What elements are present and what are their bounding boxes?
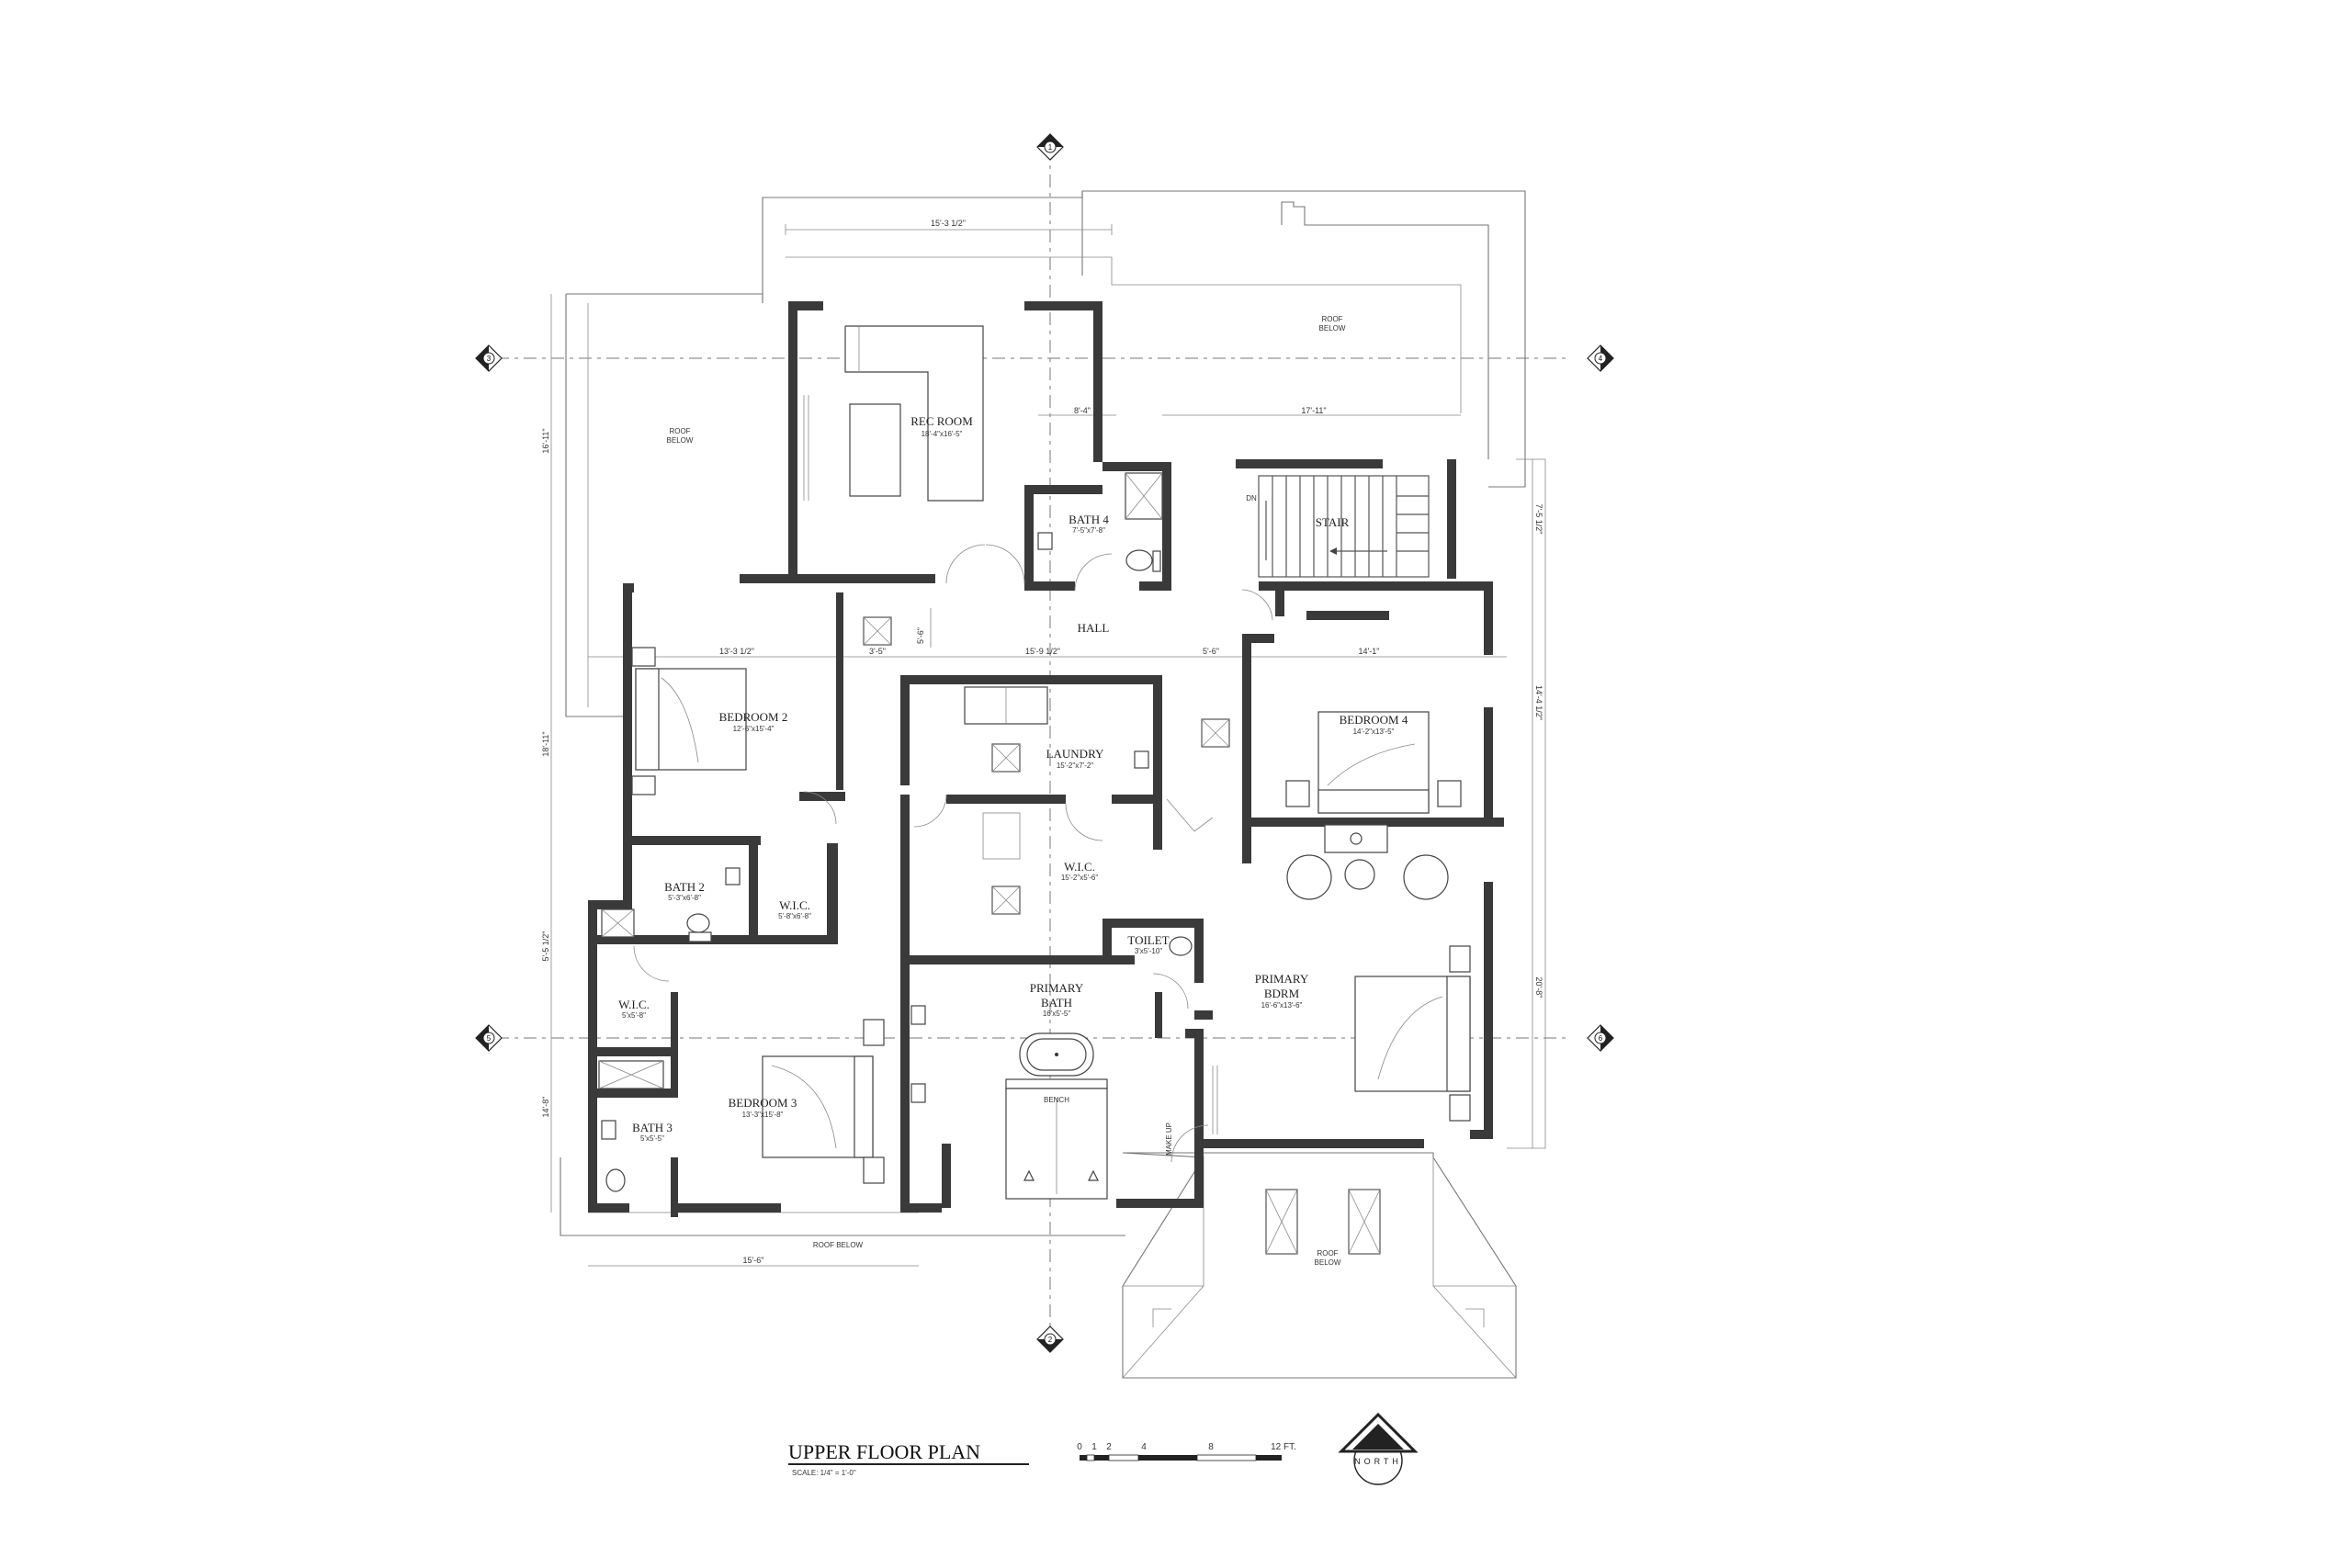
dim-right-7-5: 7'-5 1/2"	[1534, 504, 1544, 535]
room-dim-bath-4: 7'-5"x7'-8"	[1072, 526, 1105, 535]
title-block: UPPER FLOOR PLAN SCALE: 1/4" = 1'-0"	[788, 1440, 1029, 1477]
room-dim-laundry: 15'-2"x7'-2"	[1057, 761, 1093, 770]
stair-drawing	[1258, 475, 1430, 578]
dim-left-14-8: 14'-8"	[541, 1097, 550, 1118]
room-dim-toilet: 3'x5'-10"	[1135, 947, 1163, 955]
room-dim-wic-bedroom3: 5'x5'-8"	[622, 1011, 646, 1020]
dim-bottom-15-6: 15'-6"	[743, 1256, 764, 1265]
room-label-bedroom-2: BEDROOM 2	[719, 710, 788, 724]
dim-5-6: 5'-6"	[1203, 647, 1219, 656]
plan-title: UPPER FLOOR PLAN	[788, 1440, 980, 1463]
dimension-labels: 15'-3 1/2" 8'-4" 17'-11" 13'-3 1/2" 3'-5…	[541, 219, 1544, 1265]
room-labels: REC ROOM 18'-4"x16'-5" BATH 4 7'-5"x7'-8…	[618, 414, 1408, 1143]
note-roof-below-left-2: BELOW	[667, 436, 694, 445]
dim-17-11: 17'-11"	[1301, 406, 1326, 415]
room-label-toilet: TOILET	[1127, 933, 1169, 947]
grid-marker-left-upper-label: 3	[487, 355, 492, 363]
dim-top-rec-width: 15'-3 1/2"	[931, 219, 966, 228]
dim-15-9: 15'-9 1/2"	[1025, 647, 1060, 656]
scale-bar-label-2: 2	[1106, 1442, 1112, 1452]
room-dim-bath-3: 5'x5'-5"	[640, 1134, 664, 1143]
note-roof-below-bottom: ROOF BELOW	[813, 1241, 864, 1249]
grid-marker-left-upper: 3	[475, 344, 503, 372]
grid-marker-top: 1	[1036, 133, 1064, 161]
dim-left-16-11: 16'-11"	[541, 428, 550, 453]
grid-marker-right-upper: 4	[1587, 344, 1614, 372]
dim-hall-vert: 5'-6"	[916, 627, 925, 644]
scale-bar-label-12: 12 FT.	[1271, 1442, 1296, 1452]
note-roof-below-left-1: ROOF	[669, 427, 690, 435]
scale-bar-label-8: 8	[1208, 1442, 1214, 1452]
scale-bar-label-0: 0	[1077, 1442, 1082, 1452]
grid-marker-right-upper-label: 4	[1599, 355, 1603, 363]
dimension-lines	[550, 224, 1533, 1267]
grid-marker-top-label: 1	[1048, 143, 1053, 152]
room-dim-rec-room: 18'-4"x16'-5"	[922, 430, 963, 438]
north-label: NORTH	[1354, 1457, 1402, 1466]
room-label-primary-bath-2: BATH	[1041, 996, 1072, 1010]
plan-scale-note: SCALE: 1/4" = 1'-0"	[792, 1469, 856, 1477]
room-label-primary-bdrm-2: BDRM	[1264, 987, 1300, 1000]
scale-bar-label-4: 4	[1141, 1442, 1147, 1452]
note-roof-below-porch-1: ROOF	[1317, 1249, 1338, 1258]
note-roof-below-top-2: BELOW	[1319, 324, 1346, 333]
grid-marker-right-lower-label: 6	[1599, 1034, 1603, 1043]
room-dim-bedroom-3: 13'-3"x15'-8"	[742, 1111, 784, 1119]
grid-marker-bottom: 2	[1036, 1325, 1064, 1353]
dim-right-14-4: 14'-4 1/2"	[1534, 685, 1544, 720]
dim-right-20-8: 20'-8"	[1534, 977, 1544, 998]
dim-3-5: 3'-5"	[869, 647, 886, 656]
room-label-wic-bath2: W.I.C.	[779, 898, 810, 912]
room-dim-wic-primary: 15'-2"x5'-6"	[1061, 874, 1098, 882]
grid-marker-bottom-label: 2	[1048, 1336, 1053, 1344]
room-label-bath-3: BATH 3	[632, 1121, 673, 1134]
room-dim-primary-bath: 16'x5'-5"	[1043, 1010, 1071, 1018]
note-roof-below-porch-2: BELOW	[1315, 1258, 1341, 1267]
room-label-rec-room: REC ROOM	[910, 414, 973, 428]
room-label-primary-bdrm-1: PRIMARY	[1255, 972, 1309, 986]
notes: ROOF BELOW ROOF BELOW ROOF BELOW ROOF BE…	[667, 315, 1346, 1267]
room-label-wic-bedroom3: W.I.C.	[618, 998, 650, 1011]
room-label-wic-primary: W.I.C.	[1064, 860, 1095, 874]
room-label-primary-bath-1: PRIMARY	[1030, 981, 1084, 995]
dim-left-18-11: 18'-11"	[541, 731, 550, 756]
room-label-bath-2: BATH 2	[664, 880, 705, 894]
room-dim-primary-bdrm: 16'-6"x13'-6"	[1261, 1001, 1303, 1010]
dim-bedroom2-width: 13'-3 1/2"	[719, 647, 754, 656]
note-roof-below-top-1: ROOF	[1321, 315, 1342, 323]
dim-left-5-5: 5'-5 1/2"	[541, 931, 550, 962]
room-label-stair: STAIR	[1316, 515, 1350, 529]
grid-marker-right-lower: 6	[1587, 1024, 1614, 1052]
dim-8-4: 8'-4"	[1074, 406, 1091, 415]
room-label-hall: HALL	[1078, 621, 1110, 635]
scale-bar: 0 1 2 4 8 12 FT.	[1077, 1442, 1296, 1461]
room-dim-bedroom-4: 14'-2"x13'-5"	[1353, 728, 1395, 736]
grid-marker-left-lower: 5	[475, 1024, 503, 1052]
note-make-up: MAKE UP	[1165, 1122, 1173, 1156]
room-label-laundry: LAUNDRY	[1046, 747, 1104, 761]
room-dim-bath-2: 5'-3"x6'-8"	[668, 894, 701, 902]
room-dim-bedroom-2: 12'-6"x15'-4"	[733, 725, 775, 733]
note-stair-dn: DN	[1246, 494, 1257, 502]
room-dim-wic-bath2: 5'-8"x6'-8"	[778, 912, 811, 920]
furniture	[598, 325, 1471, 1200]
scale-bar-label-1: 1	[1091, 1442, 1097, 1452]
room-label-bath-4: BATH 4	[1069, 513, 1109, 526]
dim-14-1: 14'-1"	[1359, 647, 1380, 656]
note-bench: BENCH	[1044, 1096, 1069, 1104]
grid-marker-left-lower-label: 5	[487, 1034, 492, 1043]
walls	[588, 301, 1504, 1217]
room-label-bedroom-3: BEDROOM 3	[729, 1096, 797, 1110]
north-arrow: NORTH	[1338, 1412, 1419, 1485]
room-label-bedroom-4: BEDROOM 4	[1340, 713, 1408, 727]
